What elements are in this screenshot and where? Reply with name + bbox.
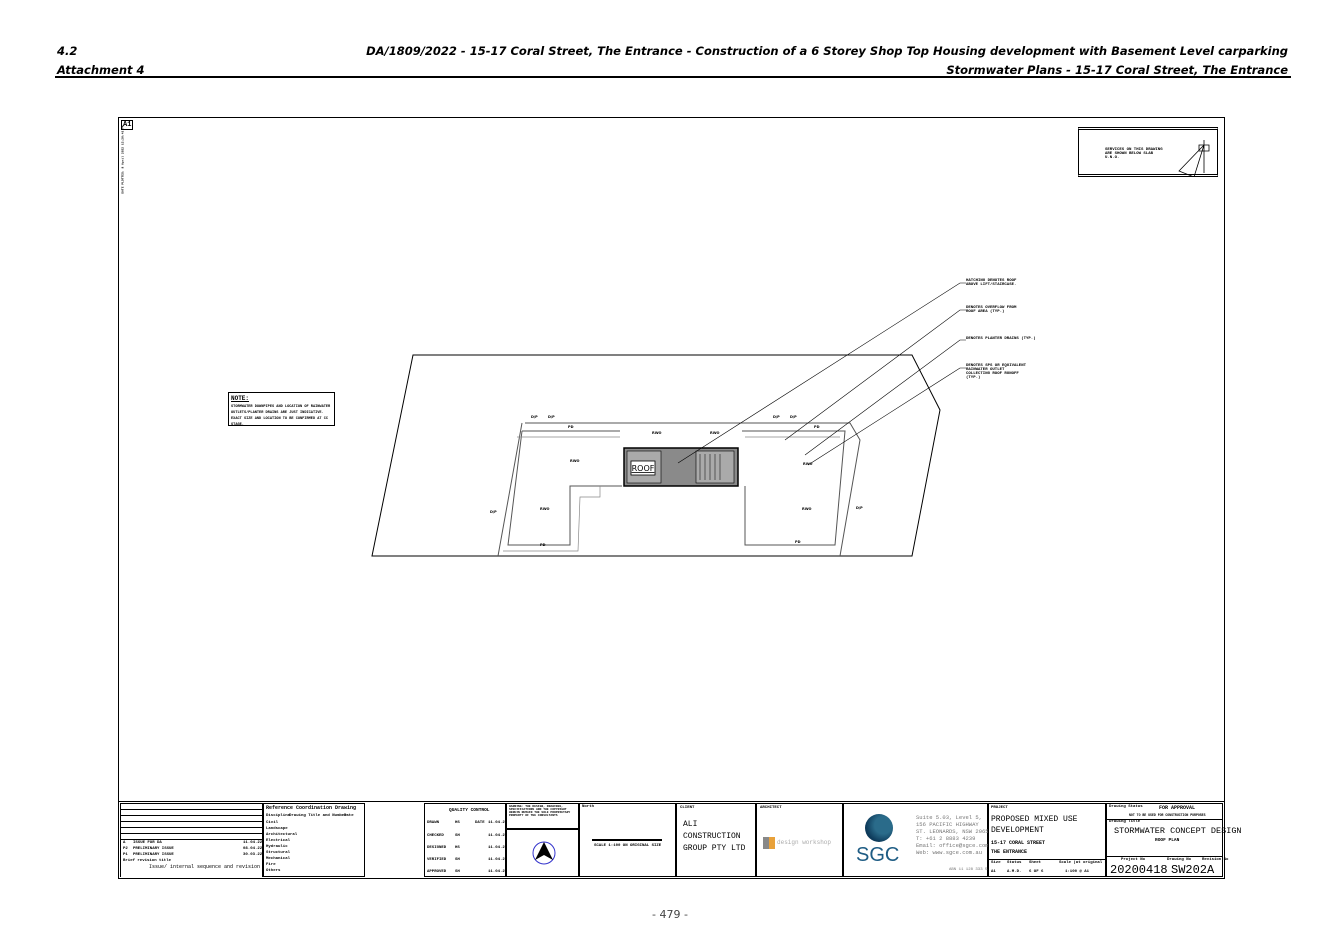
drawing-subtitle: ROOF PLAN	[1155, 838, 1180, 843]
sgc-logo-icon	[865, 814, 893, 842]
reference-table: Reference Coordination Drawing Disciplin…	[263, 803, 365, 877]
sheet-size: A1	[121, 120, 134, 130]
services-note: SERVICES ON THIS DRAWING ARE SHOWN BELOW…	[1105, 148, 1163, 160]
drawing-info-box: Drawing Status FOR APPROVAL NOT TO BE US…	[1106, 803, 1242, 877]
svg-text:RWO: RWO	[710, 431, 720, 435]
services-note-box: SERVICES ON THIS DRAWING ARE SHOWN BELOW…	[1078, 127, 1218, 177]
architect-logo	[763, 837, 775, 849]
header-rule	[55, 76, 1291, 78]
drawing-number: SW202	[1171, 863, 1208, 877]
svg-text:RWO: RWO	[652, 431, 662, 435]
callout-leaders	[677, 282, 966, 466]
note-text: STORMWATER DOWNPIPES AND LOCATION OF RAI…	[231, 405, 331, 427]
svg-text:D/P: D/P	[856, 506, 863, 510]
roof-outline	[371, 354, 941, 557]
svg-text:D/P: D/P	[773, 415, 780, 419]
callout-3: DENOTES PLANTER DRAINS (TYP.)	[966, 337, 1036, 341]
client-name: ALI CONSTRUCTION GROUP PTY LTD	[683, 820, 746, 853]
svg-text:RWO: RWO	[802, 507, 812, 511]
sgc-box: SGC Suite 5.03, Level 5,156 PACIFIC HIGH…	[843, 803, 999, 877]
parapet-lines	[497, 422, 861, 557]
north-arrow-icon	[532, 841, 556, 865]
callout-2: DENOTES OVERFLOW FROM ROOF AREA (TYP.)	[966, 306, 1017, 314]
revision-number: A	[1207, 863, 1215, 877]
svg-text:D/P: D/P	[548, 415, 555, 419]
north-point	[506, 829, 579, 877]
svg-text:PD: PD	[814, 425, 820, 429]
roof-label: ROOF	[632, 464, 655, 473]
callout-1: HATCHING DENOTES ROOF ABOVE LIFT/STAIRCA…	[966, 279, 1017, 287]
svg-text:RWO: RWO	[540, 507, 550, 511]
page-number: - 479 -	[652, 908, 688, 921]
svg-text:RWO: RWO	[570, 459, 580, 463]
sgc-logo: SGC	[856, 844, 900, 866]
svg-text:PD: PD	[568, 425, 574, 429]
svg-text:PD: PD	[540, 543, 546, 547]
svg-text:D/P: D/P	[490, 510, 497, 514]
architect-box: ARCHITECT design workshop	[756, 803, 843, 877]
project-number: 20200418	[1110, 863, 1168, 877]
svg-text:RWO: RWO	[803, 462, 813, 466]
scissor-lift-icon	[1178, 140, 1210, 177]
scale-box: North SCALE 1:100 ON ORIGINAL SIZE	[579, 803, 676, 877]
client-box: CLIENT ALI CONSTRUCTION GROUP PTY LTD	[676, 803, 756, 877]
svg-text:PD: PD	[795, 540, 801, 544]
attachment-label: Attachment 4	[57, 63, 145, 77]
note-box: NOTE: STORMWATER DOWNPIPES AND LOCATION …	[228, 392, 335, 427]
document-title: DA/1809/2022 - 15-17 Coral Street, The E…	[366, 44, 1288, 58]
attachment-title: Stormwater Plans - 15-17 Coral Street, T…	[946, 63, 1288, 77]
warning-box: WARNING: THE DESIGN, DRAWINGS, SPECIFICA…	[506, 803, 579, 829]
svg-text:D/P: D/P	[790, 415, 797, 419]
note-title: NOTE:	[231, 395, 250, 402]
scale-text: SCALE 1:100 ON ORIGINAL SIZE	[594, 844, 662, 848]
drawing-status: FOR APPROVAL	[1159, 805, 1196, 811]
architect-name: design workshop	[777, 839, 832, 846]
callout-4: DENOTES SPS OR EQUIVALENT RAINWATER OUTL…	[966, 364, 1027, 380]
svg-text:D/P: D/P	[531, 415, 538, 419]
item-number: 4.2	[57, 44, 78, 58]
drawing-title: STORMWATER CONCEPT DESIGN	[1114, 826, 1242, 836]
plan-labels: D/P D/P D/P D/P D/P D/P RWO RWO RWO RWO RWO RW…	[490, 415, 863, 547]
scale-bar	[592, 839, 662, 841]
issue-history: Issue/ internal sequence and revision hi…	[149, 864, 285, 870]
project-box: PROJECT PROPOSED MIXED USE DEVELOPMENT 1…	[988, 803, 1117, 877]
